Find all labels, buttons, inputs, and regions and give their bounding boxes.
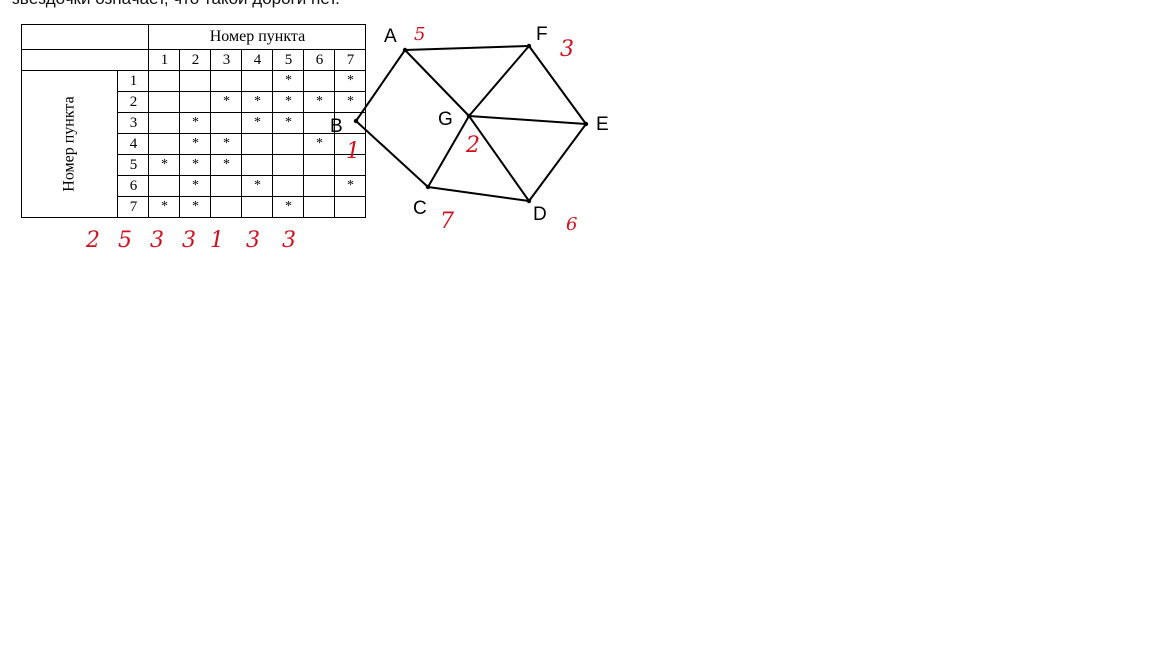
table-row: 6*** [22, 175, 367, 197]
handwritten-column-note: 2 [86, 228, 100, 253]
graph-node-note: 2 [465, 133, 480, 158]
handwritten-column-note: 3 [150, 228, 164, 253]
graph-edge-G-E [468, 115, 587, 125]
graph-edge-C-D [427, 186, 530, 202]
graph-edge-B-C [355, 120, 429, 188]
table-cell: * [179, 196, 212, 218]
graph-node-note: 1 [346, 139, 360, 164]
table-row: 3*** [22, 112, 367, 134]
graph-edge-F-G [468, 45, 530, 117]
table-row: 5*** [22, 154, 367, 176]
handwritten-column-note: 1 [210, 228, 224, 253]
handwritten-column-note: 3 [246, 228, 260, 253]
graph-node-A [402, 47, 408, 53]
graph-edge-A-G [404, 49, 470, 117]
table-row: 2***** [22, 91, 367, 113]
handwritten-column-note: 3 [182, 228, 196, 253]
graph-node-note: 3 [560, 37, 574, 62]
graph-edge-F-E [528, 45, 587, 125]
graph-node-label: D [533, 204, 547, 225]
graph-edge-A-F [404, 45, 530, 51]
graph-node-label: E [596, 114, 609, 135]
table-cell [334, 196, 367, 218]
graph-node-B [353, 118, 359, 124]
graph-node-label: B [330, 116, 343, 137]
graph-edge-G-D [468, 115, 530, 202]
table-row: 7*** [22, 196, 367, 218]
graph-edge-E-D [528, 123, 587, 202]
graph-node-note: 6 [566, 214, 577, 235]
graph-node-F [526, 43, 532, 49]
handwritten-column-note: 5 [118, 228, 132, 253]
table-side-title: Номер пункта [20, 70, 119, 218]
graph-node-D [526, 198, 532, 204]
graph-edge-A-B [355, 49, 406, 122]
graph-edges [355, 45, 587, 202]
graph-node-G [466, 113, 472, 119]
graph-edge-G-C [427, 115, 470, 188]
handwritten-column-note: 3 [282, 228, 296, 253]
graph-node-C [425, 184, 431, 190]
graph-node-note: 5 [414, 24, 425, 45]
intro-text: звёздочки означает, что такой дороги нет… [12, 0, 340, 9]
graph-node-label: G [438, 109, 453, 130]
graph-node-label: C [413, 198, 427, 219]
graph-node-note: 7 [440, 209, 454, 234]
graph-node-E [583, 121, 589, 127]
graph-node-label: A [384, 26, 397, 47]
graph-node-label: F [536, 24, 548, 45]
